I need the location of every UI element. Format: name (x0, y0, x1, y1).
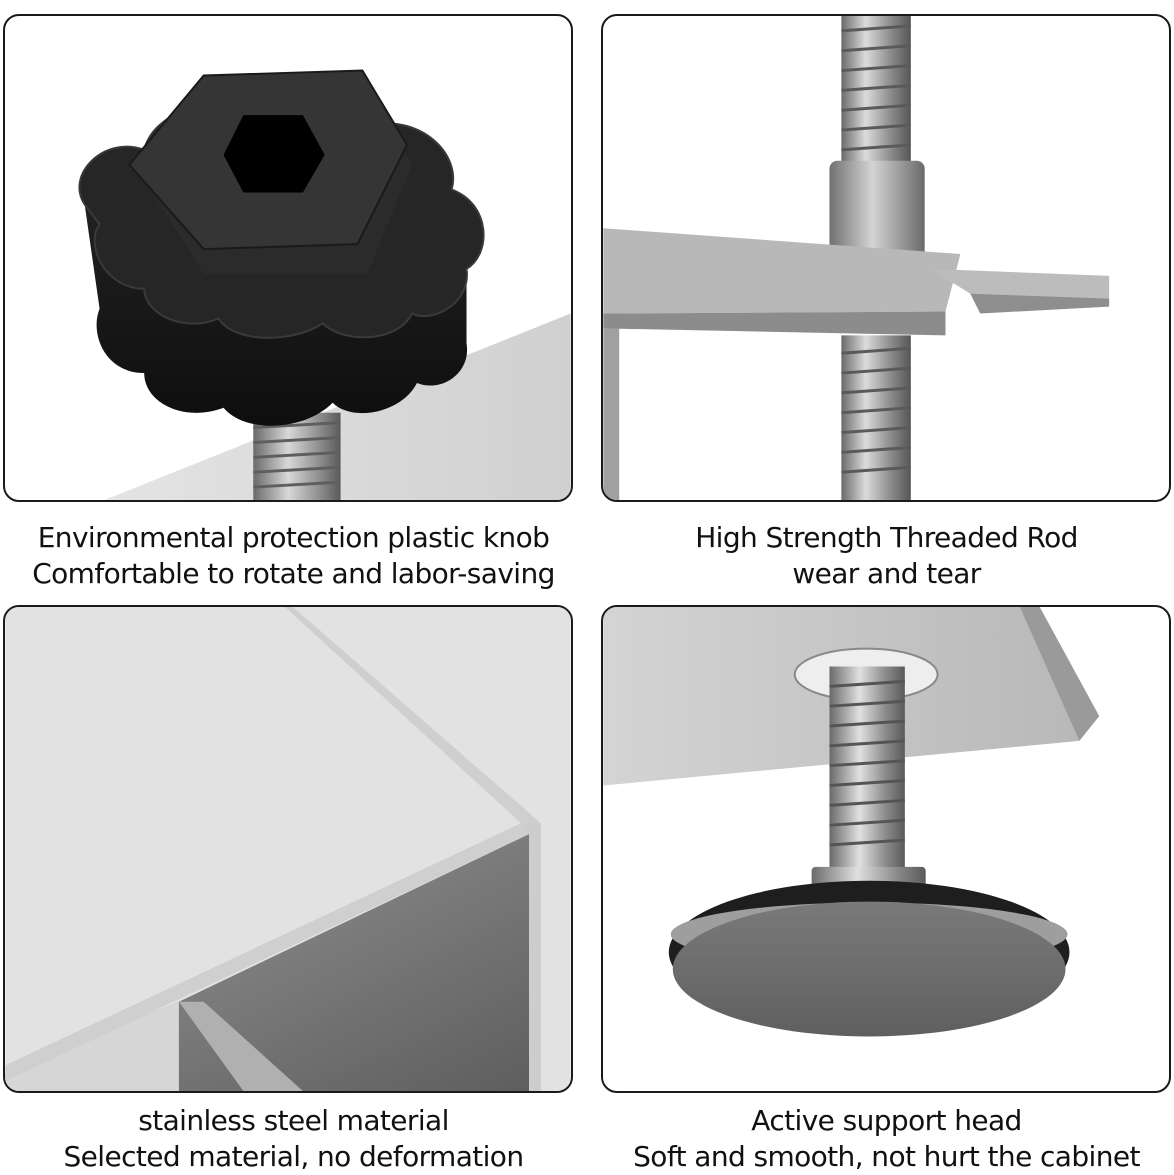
product-image-support-head (601, 605, 1171, 1093)
caption-threaded-rod: High Strength Threaded Rod wear and tear (593, 520, 1174, 592)
knob-illustration (78, 69, 571, 500)
threaded-rod-illustration (603, 16, 1110, 500)
caption-knob-line2: Comfortable to rotate and labor-saving (32, 557, 555, 590)
steel-channel-illustration (5, 607, 571, 1091)
caption-steel: stainless steel material Selected materi… (0, 1103, 587, 1175)
caption-support-head-line2: Soft and smooth, not hurt the cabinet (633, 1140, 1140, 1173)
caption-support-head: Active support head Soft and smooth, not… (593, 1103, 1174, 1175)
caption-threaded-rod-line2: wear and tear (792, 557, 981, 590)
support-head-illustration (603, 607, 1100, 1037)
caption-steel-line2: Selected material, no deformation (63, 1140, 524, 1173)
caption-knob-line1: Environmental protection plastic knob (37, 521, 550, 554)
caption-knob: Environmental protection plastic knob Co… (0, 520, 587, 592)
caption-steel-line1: stainless steel material (138, 1104, 449, 1137)
caption-threaded-rod-line1: High Strength Threaded Rod (695, 521, 1078, 554)
caption-support-head-line1: Active support head (751, 1104, 1022, 1137)
product-image-knob (3, 14, 573, 502)
product-image-steel (3, 605, 573, 1093)
product-image-threaded-rod (601, 14, 1171, 502)
